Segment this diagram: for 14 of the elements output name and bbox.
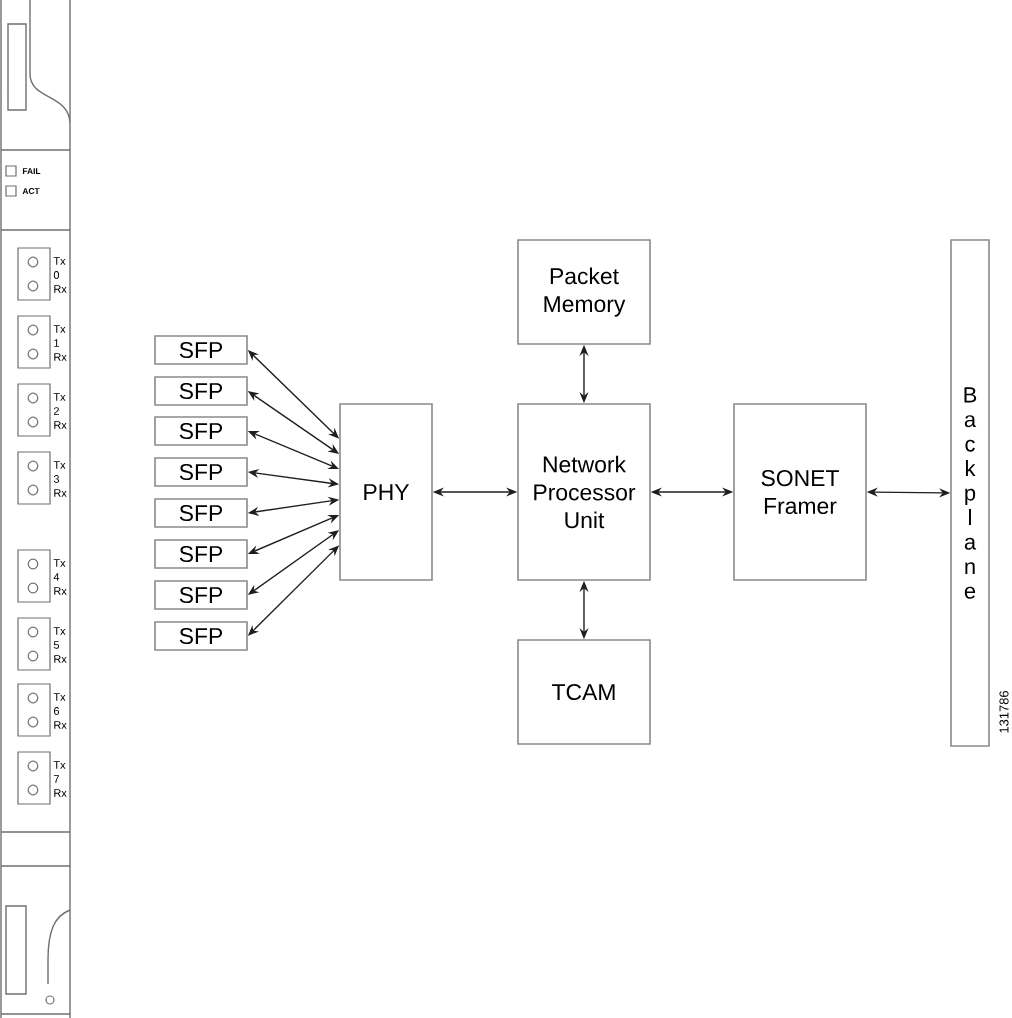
block-box: SFP (154, 416, 248, 446)
block-box: SFP (154, 580, 248, 610)
block-box: Network Processor Unit (517, 403, 651, 581)
block-box: SFP (154, 376, 248, 406)
tall-bar: Backplane (950, 239, 990, 747)
block-box: SFP (154, 335, 248, 365)
block-box: SFP (154, 621, 248, 651)
block-box: TCAM (517, 639, 651, 745)
block-box: PHY (339, 403, 433, 581)
block-box: SFP (154, 457, 248, 487)
block-box: SFP (154, 539, 248, 569)
block-box: SONET Framer (733, 403, 867, 581)
block-box: Packet Memory (517, 239, 651, 345)
block-box: SFP (154, 498, 248, 528)
